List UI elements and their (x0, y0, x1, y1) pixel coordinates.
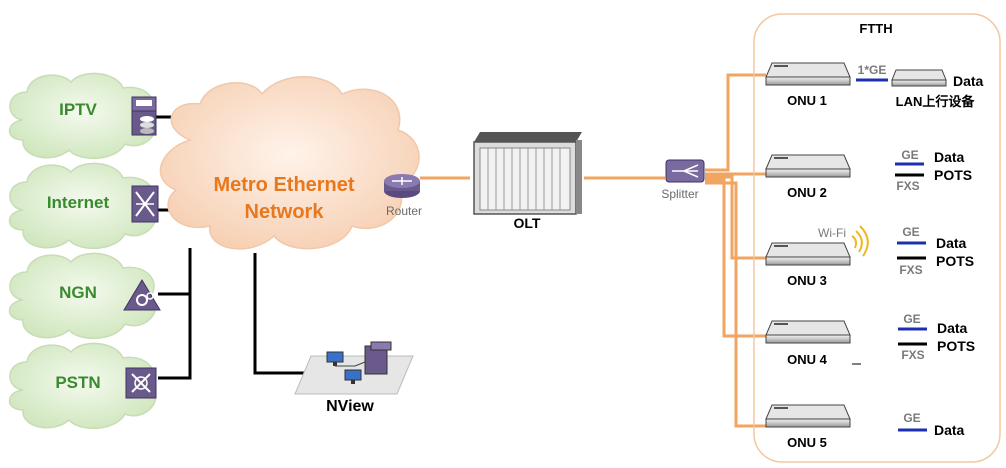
onu-4-pots-label: POTS (937, 338, 975, 354)
splitter-label: Splitter (661, 187, 698, 201)
internet-label: Internet (47, 193, 110, 212)
ftth-title: FTTH (859, 21, 892, 36)
onu-4-fxs-label: FXS (901, 348, 924, 362)
onu-2-data-label: Data (934, 149, 965, 165)
onu-4-device (765, 320, 851, 344)
onu-3-data-label: Data (936, 235, 967, 251)
onu-5-label: ONU 5 (787, 435, 827, 450)
olt-chassis (473, 132, 582, 215)
metro-ethernet-cloud (159, 76, 420, 250)
onu-2-device (765, 154, 851, 178)
ftth-frame (753, 13, 1001, 463)
onu-2-ge-label: GE (901, 148, 918, 162)
onu-3-fxs-label: FXS (899, 263, 922, 277)
onu-4-ge-label: GE (903, 312, 920, 326)
onu-4-label: ONU 4 (787, 352, 828, 367)
onu-2-label: ONU 2 (787, 185, 827, 200)
metro-title-line2: Network (245, 201, 325, 223)
router-label: Router (386, 204, 422, 218)
onu-4-data-label: Data (937, 320, 968, 336)
onu-3-ge-label: GE (902, 225, 919, 239)
router-icon (384, 174, 420, 198)
onu-3-device (765, 242, 851, 266)
onu-3-label: ONU 3 (787, 273, 827, 288)
switch-icon (131, 185, 159, 223)
onu-3-wifi-label: Wi-Fi (818, 226, 846, 240)
pstn-switch-icon (125, 367, 157, 399)
onu-5-device (765, 404, 851, 428)
onu-1-device (765, 62, 851, 86)
onu-1-lan-label: LAN上行设备 (896, 94, 976, 109)
pstn-label: PSTN (55, 373, 100, 392)
onu-1-data-label: Data (953, 73, 984, 89)
fiber-links (420, 73, 766, 428)
onu-3-pots-label: POTS (936, 253, 974, 269)
wifi-icon (851, 225, 869, 257)
metro-title-line1: Metro Ethernet (213, 174, 354, 196)
onu-2-pots-label: POTS (934, 167, 972, 183)
ngn-label: NGN (59, 283, 97, 302)
onu-1-ge-label: 1*GE (858, 63, 887, 77)
nview-label: NView (326, 398, 374, 415)
onu-1-label: ONU 1 (787, 93, 827, 108)
splitter-icon (665, 159, 705, 183)
onu-5-ge-label: GE (903, 411, 920, 425)
server-icon (131, 96, 157, 136)
onu-5-data-label: Data (934, 422, 965, 438)
olt-label: OLT (514, 215, 541, 231)
lan-uplink-device (891, 69, 947, 87)
onu-2-fxs-label: FXS (896, 179, 919, 193)
nview-icon (294, 341, 414, 395)
iptv-label: IPTV (59, 100, 97, 119)
softswitch-icon (123, 279, 161, 311)
